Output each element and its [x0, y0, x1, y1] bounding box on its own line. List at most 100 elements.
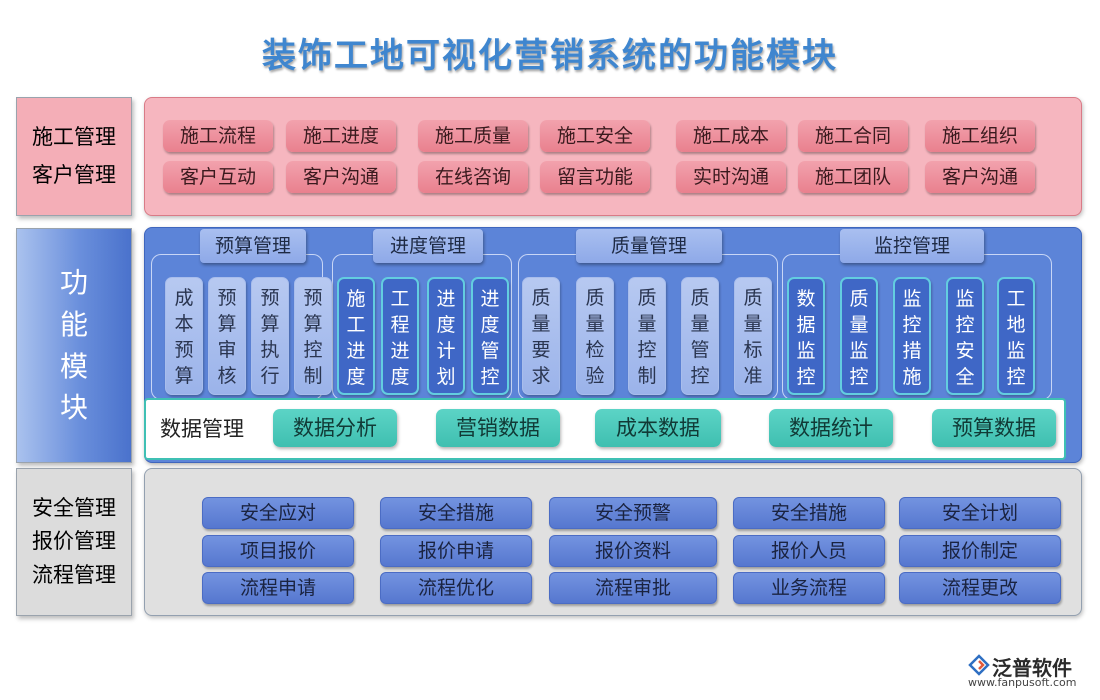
module-cell-char: 施	[346, 288, 366, 310]
module-cell-1[interactable]: 预算审核	[208, 277, 246, 395]
module-cell-11[interactable]: 质量管控	[681, 277, 719, 395]
module-cell-6[interactable]: 进度计划	[427, 277, 465, 395]
top-item-0-3[interactable]: 施工安全	[540, 120, 650, 152]
page-title: 装饰工地可视化营销系统的功能模块	[262, 36, 838, 76]
module-cell-char: 核	[217, 365, 237, 387]
module-cell-char: 程	[390, 314, 410, 336]
module-cell-char: 控	[480, 366, 500, 388]
top-item-0-5[interactable]: 施工合同	[798, 120, 908, 152]
module-cell-4[interactable]: 施工进度	[337, 277, 375, 395]
side-char-2: 能	[59, 307, 88, 341]
bottom-item-0-0[interactable]: 安全应对	[202, 497, 354, 529]
top-item-0-0[interactable]: 施工流程	[163, 120, 273, 152]
top-item-1-3[interactable]: 留言功能	[540, 161, 650, 193]
module-cell-3[interactable]: 预算控制	[294, 277, 332, 395]
module-cell-char: 质	[531, 287, 551, 309]
bottom-item-1-0[interactable]: 项目报价	[202, 535, 354, 567]
data-item-0[interactable]: 数据分析	[273, 409, 397, 447]
bottom-item-2-1[interactable]: 流程优化	[380, 572, 532, 604]
module-cell-char: 审	[217, 339, 237, 361]
module-cell-8[interactable]: 质量要求	[522, 277, 560, 395]
module-cell-char: 制	[637, 365, 657, 387]
module-cell-char: 预	[303, 287, 323, 309]
module-cell-char: 算	[174, 365, 194, 387]
module-cell-15[interactable]: 监控措施	[893, 277, 931, 395]
module-cell-14[interactable]: 质量监控	[840, 277, 878, 395]
module-cell-char: 管	[480, 340, 500, 362]
data-item-3[interactable]: 数据统计	[769, 409, 893, 447]
module-cell-5[interactable]: 工程进度	[381, 277, 419, 395]
module-cell-char: 量	[637, 313, 657, 335]
top-item-1-4[interactable]: 实时沟通	[676, 161, 786, 193]
module-cell-char: 量	[531, 313, 551, 335]
module-cell-0[interactable]: 成本预算	[165, 277, 203, 395]
side-char-1: 功	[59, 266, 88, 300]
top-item-0-2[interactable]: 施工质量	[418, 120, 528, 152]
bottom-item-1-4[interactable]: 报价制定	[899, 535, 1061, 567]
top-item-0-6[interactable]: 施工组织	[925, 120, 1035, 152]
logo-url: www.fanpusoft.com	[968, 676, 1077, 689]
module-cell-17[interactable]: 工地监控	[997, 277, 1035, 395]
group-tab-quality: 质量管理	[576, 229, 722, 263]
side-char-3: 模	[59, 349, 88, 383]
module-cell-char: 度	[480, 314, 500, 336]
bottom-item-2-3[interactable]: 业务流程	[733, 572, 885, 604]
data-item-1[interactable]: 营销数据	[436, 409, 560, 447]
module-cell-13[interactable]: 数据监控	[787, 277, 825, 395]
data-item-4[interactable]: 预算数据	[932, 409, 1056, 447]
group-tab-monitor: 监控管理	[840, 229, 984, 263]
module-cell-char: 控	[637, 339, 657, 361]
module-cell-7[interactable]: 进度管控	[471, 277, 509, 395]
module-cell-char: 度	[436, 314, 456, 336]
bottom-item-2-2[interactable]: 流程审批	[549, 572, 717, 604]
module-cell-char: 安	[955, 340, 975, 362]
module-cell-char: 工	[346, 314, 366, 336]
module-cell-16[interactable]: 监控安全	[946, 277, 984, 395]
data-management-label: 数据管理	[160, 417, 244, 441]
bottom-item-2-0[interactable]: 流程申请	[202, 572, 354, 604]
module-cell-char: 划	[436, 366, 456, 388]
bottom-item-2-4[interactable]: 流程更改	[899, 572, 1061, 604]
bottom-item-0-1[interactable]: 安全措施	[380, 497, 532, 529]
module-cell-char: 预	[217, 287, 237, 309]
top-item-0-4[interactable]: 施工成本	[676, 120, 786, 152]
bottom-item-0-4[interactable]: 安全计划	[899, 497, 1061, 529]
module-cell-char: 量	[743, 313, 763, 335]
module-cell-char: 成	[174, 287, 194, 309]
bottom-item-0-2[interactable]: 安全预警	[549, 497, 717, 529]
group-tab-budget: 预算管理	[200, 229, 306, 263]
module-cell-char: 控	[690, 365, 710, 387]
top-item-1-5[interactable]: 施工团队	[798, 161, 908, 193]
top-item-1-0[interactable]: 客户互动	[163, 161, 273, 193]
module-cell-9[interactable]: 质量检验	[576, 277, 614, 395]
module-cell-2[interactable]: 预算执行	[251, 277, 289, 395]
module-cell-char: 质	[690, 287, 710, 309]
module-cell-char: 监	[849, 340, 869, 362]
module-cell-char: 数	[796, 288, 816, 310]
top-item-1-6[interactable]: 客户沟通	[925, 161, 1035, 193]
module-cell-char: 控	[796, 366, 816, 388]
top-item-1-1[interactable]: 客户沟通	[286, 161, 396, 193]
module-cell-char: 量	[849, 314, 869, 336]
bottom-item-1-2[interactable]: 报价资料	[549, 535, 717, 567]
top-item-0-1[interactable]: 施工进度	[286, 120, 396, 152]
module-cell-12[interactable]: 质量标准	[734, 277, 772, 395]
data-item-2[interactable]: 成本数据	[595, 409, 721, 447]
module-cell-char: 控	[303, 339, 323, 361]
module-cell-char: 监	[796, 340, 816, 362]
module-cell-10[interactable]: 质量控制	[628, 277, 666, 395]
module-cell-char: 执	[260, 339, 280, 361]
module-cell-char: 控	[955, 314, 975, 336]
module-cell-char: 质	[743, 287, 763, 309]
side-label-quote: 报价管理	[32, 529, 116, 554]
module-cell-char: 度	[346, 366, 366, 388]
module-cell-char: 算	[303, 313, 323, 335]
bottom-item-0-3[interactable]: 安全措施	[733, 497, 885, 529]
top-item-1-2[interactable]: 在线咨询	[418, 161, 528, 193]
side-label-process: 流程管理	[32, 562, 116, 587]
module-cell-char: 质	[849, 288, 869, 310]
module-cell-char: 求	[531, 365, 551, 387]
bottom-item-1-1[interactable]: 报价申请	[380, 535, 532, 567]
side-label-construction: 施工管理	[32, 125, 116, 150]
bottom-item-1-3[interactable]: 报价人员	[733, 535, 885, 567]
